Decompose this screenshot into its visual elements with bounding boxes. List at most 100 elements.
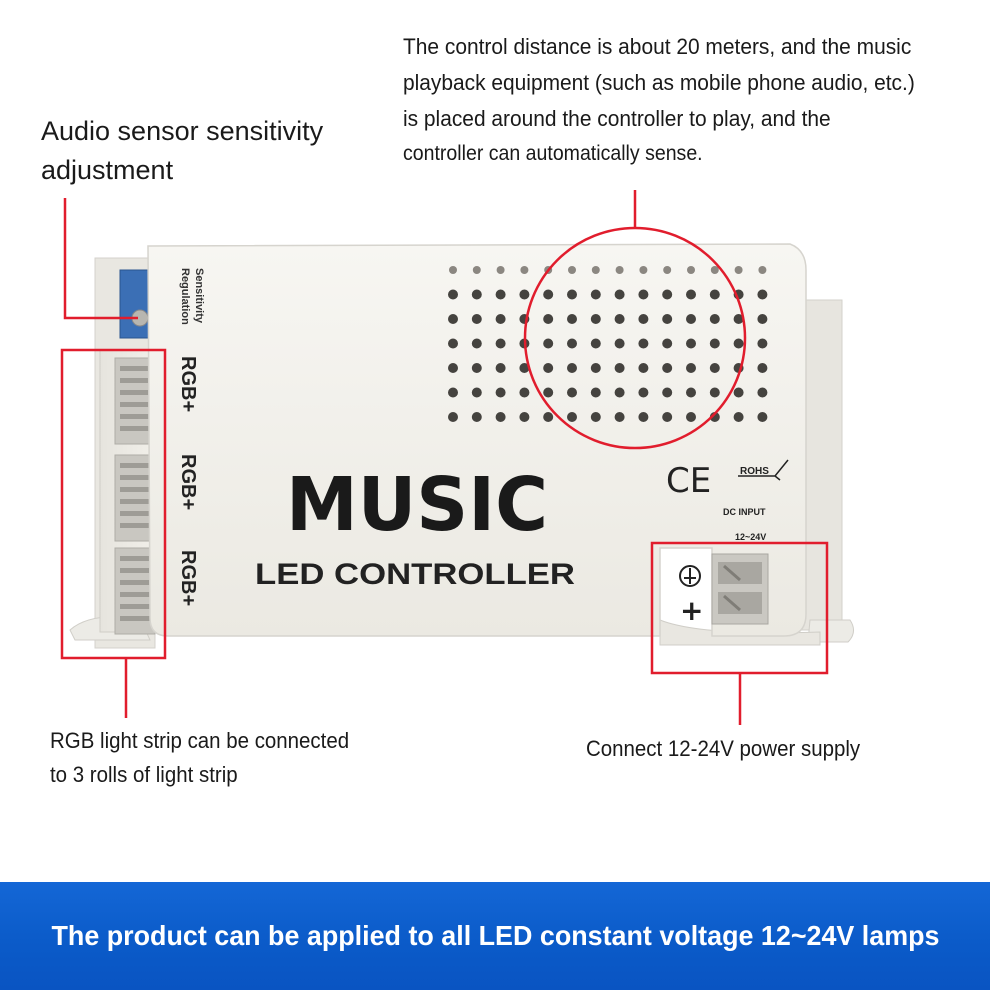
grille-hole	[614, 412, 625, 422]
grille-hole	[590, 412, 601, 422]
grille-hole	[686, 314, 696, 324]
grille-hole	[448, 363, 458, 373]
distance-callout-line-2: playback equipment (such as mobile phone…	[403, 70, 915, 95]
grille-hole	[519, 363, 530, 373]
grille-hole	[449, 266, 457, 274]
grille-hole	[543, 289, 554, 300]
power-terminal: +	[679, 553, 769, 627]
grille-hole	[471, 314, 482, 324]
grille-hole	[662, 412, 673, 422]
grille-hole	[471, 289, 482, 300]
grille-hole	[519, 387, 530, 398]
grille-hole	[757, 338, 768, 349]
grille-hole	[639, 266, 648, 274]
grille-hole	[709, 289, 720, 300]
grille-hole	[543, 412, 554, 422]
sensor-callout-line-2: adjustment	[41, 155, 174, 185]
grille-hole	[733, 314, 744, 324]
grille-hole	[567, 387, 577, 398]
distance-callout-line-1: The control distance is about 20 meters,…	[403, 34, 912, 59]
grille-hole	[567, 412, 577, 422]
port-housing	[99, 269, 156, 635]
ce-mark: CE	[666, 461, 711, 501]
grille-hole	[519, 412, 530, 422]
grille-hole	[495, 289, 506, 300]
grille-hole	[590, 314, 601, 324]
grille-hole	[638, 314, 649, 324]
grille-hole	[758, 266, 767, 274]
ports-highlight-box	[60, 348, 167, 660]
grille-hole	[448, 412, 458, 422]
grille-hole	[614, 387, 625, 398]
distance-callout-line-4: controller can automatically sense.	[403, 142, 703, 165]
grille-hole	[495, 387, 506, 398]
grille-hole	[448, 387, 458, 398]
grille-hole	[757, 314, 768, 324]
grille-hole	[590, 363, 601, 373]
grille-hole	[733, 338, 744, 349]
grille-hole	[448, 338, 458, 349]
grille-hole	[733, 387, 744, 398]
grille-hole	[615, 266, 624, 274]
grille-hole	[590, 387, 601, 398]
grille-hole	[662, 363, 673, 373]
music-logo: MUSIC	[286, 462, 548, 548]
grille-hole	[519, 289, 530, 300]
distance-callout: The control distance is about 20 meters,…	[403, 32, 947, 176]
port-label-3: RGB+	[177, 550, 199, 606]
strip-callout-line-2: to 3 rolls of light strip	[50, 762, 238, 787]
grille-hole	[590, 289, 601, 300]
grille-hole	[471, 363, 482, 373]
grille-hole	[568, 266, 576, 274]
grille-hole	[495, 412, 506, 422]
grille-hole	[496, 266, 505, 274]
grille-hole	[710, 266, 719, 274]
grille-hole	[567, 363, 577, 373]
grille-hole	[495, 314, 506, 324]
grille-hole	[686, 412, 696, 422]
grille-hole	[614, 289, 625, 300]
grille-hole	[638, 289, 649, 300]
sensitivity-label-line-2: Regulation	[179, 268, 191, 325]
grille-hole	[663, 266, 672, 274]
grille-hole	[543, 387, 554, 398]
grille-hole	[662, 387, 673, 398]
grille-hole	[733, 412, 744, 422]
distance-callout-line-3: is placed around the controller to play,…	[403, 106, 831, 131]
grille-hole	[471, 412, 482, 422]
ground-icon	[679, 565, 701, 587]
grille-hole	[543, 314, 554, 324]
grille-hole	[543, 338, 554, 349]
grille-hole	[495, 338, 506, 349]
grille-hole	[709, 338, 720, 349]
grille-hole	[757, 387, 768, 398]
grille-hole	[638, 412, 649, 422]
grille-hole	[448, 289, 458, 300]
grille-hole	[472, 266, 481, 274]
sensor-pointer-line	[63, 198, 138, 320]
grille-hole	[638, 338, 649, 349]
grille-hole	[567, 289, 577, 300]
rohs-mark: ROHS	[740, 466, 769, 477]
rohs-check-icon	[738, 459, 789, 481]
grille-hole	[591, 266, 600, 274]
grille-hole	[709, 387, 720, 398]
grille-hole	[614, 363, 625, 373]
grille-hole	[757, 363, 768, 373]
power-callout: Connect 12-24V power supply	[586, 736, 861, 761]
grille-hole	[638, 363, 649, 373]
strip-callout: RGB light strip can be connected to 3 ro…	[50, 727, 349, 795]
bottom-banner: The product can be applied to all LED co…	[0, 882, 990, 990]
grille-hole	[662, 314, 673, 324]
strip-callout-line-1: RGB light strip can be connected	[50, 728, 350, 753]
grille-hole	[734, 266, 743, 274]
grille-hole	[471, 387, 482, 398]
grille-hole	[543, 363, 554, 373]
grille-hole	[471, 338, 482, 349]
dc-input-label: DC INPUT	[723, 507, 766, 517]
grille-hole	[687, 266, 695, 274]
grille-hole	[567, 338, 577, 349]
grille-hole	[757, 289, 768, 300]
grille-hole	[590, 338, 601, 349]
grille-hole	[686, 387, 696, 398]
